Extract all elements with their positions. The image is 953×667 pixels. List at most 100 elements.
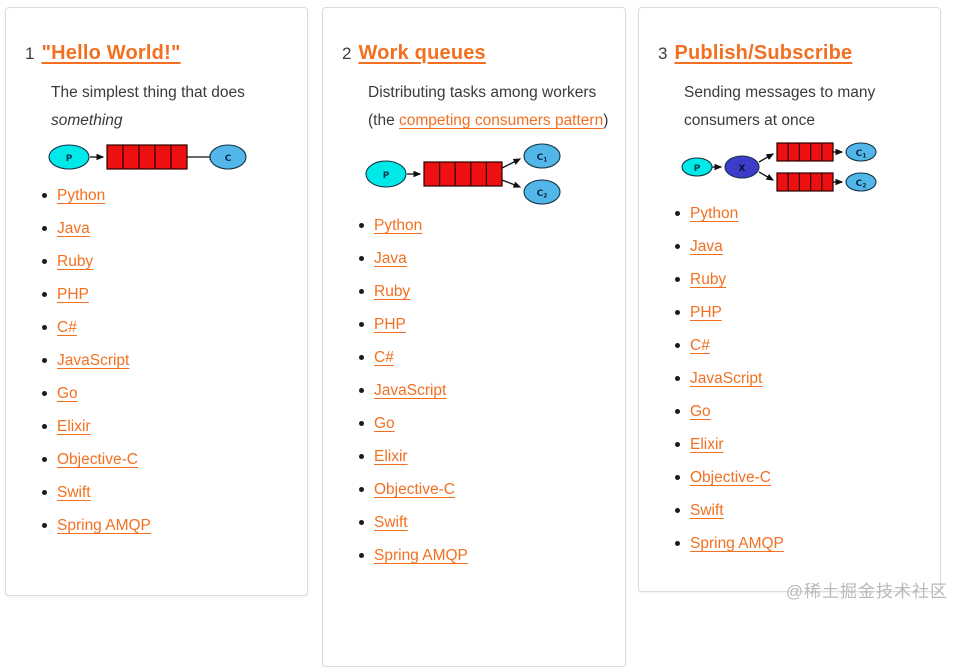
node-label: P (383, 171, 390, 181)
language-link[interactable]: PHP (374, 316, 406, 333)
language-item: Go (41, 385, 291, 403)
language-link[interactable]: Ruby (374, 283, 411, 300)
language-link[interactable]: Java (374, 250, 407, 267)
language-link[interactable]: PHP (690, 304, 722, 321)
language-item: JavaScript (674, 370, 924, 388)
language-item: Python (358, 217, 609, 235)
consumer-node (845, 142, 877, 162)
language-item: Spring AMQP (674, 535, 924, 553)
language-item: Ruby (358, 283, 609, 301)
language-item: Java (674, 238, 924, 256)
description-text: Distributing tasks among workers (the (368, 84, 597, 129)
description-text: The simplest thing that does (51, 84, 245, 101)
producer-node (48, 144, 90, 170)
tutorial-number: 2 (342, 44, 352, 63)
language-link[interactable]: C# (57, 319, 77, 336)
arrow (501, 158, 522, 169)
producer-node (365, 160, 407, 188)
language-link[interactable]: Elixir (690, 436, 724, 453)
tutorial-description: The simplest thing that does something (51, 79, 291, 135)
language-link[interactable]: Spring AMQP (374, 547, 468, 564)
language-link[interactable]: C# (374, 349, 394, 366)
tutorial-title-link[interactable]: Work queues (358, 42, 486, 64)
language-link[interactable]: Elixir (374, 448, 408, 465)
language-item: PHP (41, 286, 291, 304)
language-link[interactable]: Python (374, 217, 423, 234)
language-item: Elixir (358, 448, 609, 466)
description-text: something (51, 112, 123, 129)
description-text: ) (603, 112, 609, 129)
tutorial-card: 1 "Hello World!" The simplest thing that d… (5, 7, 308, 596)
language-link[interactable]: Elixir (57, 418, 91, 435)
language-item: C# (674, 337, 924, 355)
language-link[interactable]: JavaScript (690, 370, 763, 387)
language-item: Swift (674, 502, 924, 520)
language-link[interactable]: Swift (57, 484, 91, 501)
language-link[interactable]: Objective-C (57, 451, 138, 468)
tutorial-description: Distributing tasks among workers (the co… (368, 79, 609, 135)
language-link[interactable]: C# (690, 337, 710, 354)
language-item: Java (358, 250, 609, 268)
language-link[interactable]: Swift (374, 514, 408, 531)
language-link[interactable]: Python (690, 205, 739, 222)
description-text: Sending messages to many consumers at on… (684, 84, 876, 129)
node-label: C1 (856, 149, 867, 160)
language-item: Go (674, 403, 924, 421)
consumer-node (523, 179, 561, 205)
tutorial-title-link[interactable]: Publish/Subscribe (674, 42, 853, 64)
language-link[interactable]: Spring AMQP (57, 517, 151, 534)
language-link[interactable]: Go (690, 403, 711, 420)
language-item: Go (358, 415, 609, 433)
card-header: 3 Publish/Subscribe (655, 42, 924, 65)
language-item: Swift (41, 484, 291, 502)
description-link[interactable]: competing consumers pattern (399, 112, 604, 129)
tutorial-number: 1 (25, 44, 35, 63)
language-link[interactable]: Objective-C (374, 481, 455, 498)
node-label: P (66, 154, 73, 164)
language-item: Objective-C (41, 451, 291, 469)
language-link[interactable]: Go (57, 385, 78, 402)
language-link[interactable]: Ruby (57, 253, 94, 270)
language-link[interactable]: Python (57, 187, 106, 204)
language-link[interactable]: PHP (57, 286, 89, 303)
language-link[interactable]: Spring AMQP (690, 535, 784, 552)
language-link[interactable]: JavaScript (374, 382, 447, 399)
card-header: 1 "Hello World!" (22, 42, 291, 65)
language-item: Elixir (674, 436, 924, 454)
language-link[interactable]: Ruby (690, 271, 727, 288)
tutorial-number: 3 (658, 44, 668, 63)
language-item: Ruby (674, 271, 924, 289)
language-item: Ruby (41, 253, 291, 271)
language-link[interactable]: Objective-C (690, 469, 771, 486)
language-link[interactable]: JavaScript (57, 352, 130, 369)
language-item: PHP (674, 304, 924, 322)
language-link[interactable]: Go (374, 415, 395, 432)
exchange-node (724, 155, 760, 179)
language-link[interactable]: Java (57, 220, 90, 237)
node-label: C1 (537, 153, 548, 164)
queue-node (776, 142, 834, 162)
consumer-node (845, 172, 877, 192)
language-link[interactable]: Java (690, 238, 723, 255)
tutorial-description: Sending messages to many consumers at on… (684, 79, 924, 135)
language-item: PHP (358, 316, 609, 334)
arrow (758, 171, 775, 181)
language-item: C# (358, 349, 609, 367)
node-label: X (739, 164, 746, 174)
language-item: Objective-C (674, 469, 924, 487)
tutorial-title-link[interactable]: "Hello World!" (41, 42, 181, 64)
language-item: JavaScript (358, 382, 609, 400)
card-header: 2 Work queues (339, 42, 609, 65)
language-link[interactable]: Swift (690, 502, 724, 519)
watermark: @稀土掘金技术社区 (785, 582, 948, 601)
producer-node (681, 157, 713, 177)
